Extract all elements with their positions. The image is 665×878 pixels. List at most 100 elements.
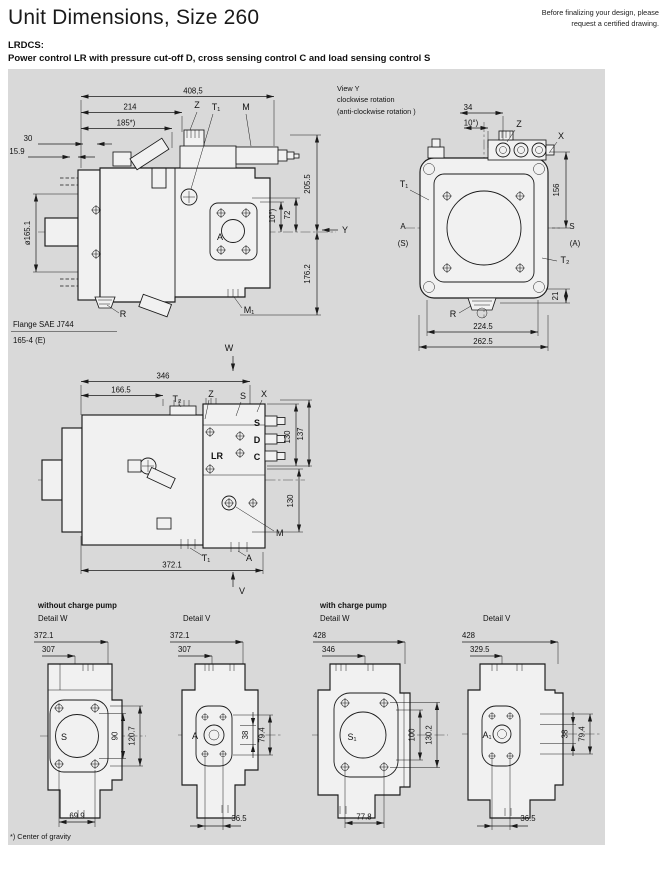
port-label-t1: T₁	[212, 102, 221, 112]
port-label-s: S	[240, 391, 246, 401]
gauge-port-circle	[180, 188, 198, 206]
port-label: A	[192, 731, 198, 741]
suction-port-circle	[55, 714, 99, 758]
detail-label-2: Detail V	[183, 614, 211, 623]
dim-38: 38	[241, 731, 250, 740]
port-label-m: M	[242, 102, 250, 112]
variant-code: LRDCS:	[8, 40, 44, 51]
dim-38: 38	[561, 730, 570, 739]
r-drain-plug	[94, 296, 116, 309]
drive-shaft	[44, 217, 79, 247]
t2-fitting	[169, 405, 197, 416]
dim-overall-width: 408,5	[183, 87, 203, 96]
pressure-port-circle	[203, 724, 225, 746]
dim-428: 428	[313, 631, 326, 640]
dim-100: 100	[408, 728, 417, 742]
control-valve-block	[179, 145, 237, 169]
port-flange	[49, 699, 109, 773]
detail-label-3: Detail W	[320, 614, 350, 623]
dim-72: 72	[283, 211, 292, 220]
dim-372-1: 372.1	[162, 561, 182, 570]
dim-130-top: 130	[283, 430, 292, 444]
port-label-s: S	[569, 222, 574, 231]
port-label-t1: T₁	[202, 553, 211, 563]
dim-346: 346	[156, 372, 169, 381]
port-label-r: R	[450, 309, 457, 319]
gallery-port-d: D	[254, 435, 261, 445]
port-label-m1: M₁	[244, 305, 255, 315]
port-block-body	[181, 663, 259, 819]
control-label-lr: LR	[211, 451, 223, 461]
dim-185: 185*)	[117, 119, 136, 128]
dim-21: 21	[551, 292, 560, 301]
dim-15-9: 15.9	[9, 147, 24, 156]
pump-housing	[99, 167, 271, 303]
note-line-2: request a certified drawing.	[571, 19, 659, 29]
dim-120-7: 120.7	[128, 726, 137, 746]
port-label-t2: T₂	[173, 394, 182, 404]
port-label-a: A	[400, 222, 406, 231]
control-block	[202, 403, 266, 549]
port-label-z: Z	[516, 119, 522, 129]
dim-307: 307	[178, 645, 191, 654]
dim-307: 307	[42, 645, 55, 654]
group-title-with-charge-pump: with charge pump	[319, 601, 387, 610]
detail-label-4: Detail V	[483, 614, 511, 623]
detail-views: without charge pump Detail W Detail V wi…	[34, 601, 600, 830]
view-y-drawing: View Y clockwise rotation (anti-clockwis…	[337, 84, 581, 351]
dim-205-5: 205.5	[303, 174, 312, 194]
dim-262-5: 262.5	[473, 337, 493, 346]
bottom-fitting	[138, 293, 173, 318]
port-label-z: Z	[208, 389, 214, 399]
pressure-port-circle	[492, 724, 512, 744]
drive-shaft	[41, 459, 63, 501]
side-view-drawing: 408,5 214 185*) 30 15.9 ø165.1 205.5 176…	[9, 87, 348, 371]
housing-boss	[151, 167, 167, 189]
dim-372-1: 372.1	[170, 631, 190, 640]
header-note: Before finalizing your design, please re…	[542, 7, 659, 30]
dim-346: 346	[322, 645, 335, 654]
dim-428: 428	[462, 631, 475, 640]
detail-with-w: 428 346 S₁ 100 130.2 77.8	[312, 631, 448, 828]
dim-flange-diameter: ø165.1	[23, 221, 32, 245]
detail-without-w: 372.1 307 S 90 120.7 69.9	[34, 631, 146, 827]
port-label-t1: T₁	[400, 179, 409, 189]
dim-176-2: 176.2	[303, 264, 312, 284]
elbow-fitting-base	[112, 151, 132, 167]
gallery-port-s: S	[254, 418, 260, 428]
view-y-caption-3: (anti-clockwise rotation )	[337, 107, 416, 116]
rear-housing	[419, 157, 549, 299]
port-flange	[195, 705, 233, 767]
flange-label-line2: 165-4 (E)	[13, 336, 46, 345]
t1-fitting	[427, 146, 445, 159]
dim-79-4: 79.4	[258, 727, 267, 743]
footnote: *) Center of gravity	[10, 832, 71, 841]
port-block-body	[47, 663, 123, 819]
dim-166-5: 166.5	[111, 386, 131, 395]
view-y-caption-2: clockwise rotation	[337, 95, 395, 104]
dim-90: 90	[111, 731, 120, 740]
view-arrow-y: Y	[342, 225, 348, 235]
detail-with-v: 428 329.5 A₁ 38 79.4	[462, 631, 600, 830]
port-label-r: R	[120, 309, 127, 319]
valve-cylinder	[235, 146, 279, 165]
port-label: S₁	[347, 732, 356, 742]
port-label-m: M	[276, 528, 284, 538]
view-arrow-v: V	[239, 586, 245, 596]
dim-130-2: 130.2	[425, 725, 434, 745]
dim-372-1: 372.1	[34, 631, 54, 640]
elbow-fitting	[129, 137, 170, 171]
view-arrow-w: W	[225, 343, 234, 353]
pump-housing	[81, 414, 204, 546]
note-line-1: Before finalizing your design, please	[541, 8, 659, 17]
x-port-stub	[545, 144, 555, 156]
dim-77-8: 77.8	[356, 813, 371, 822]
suction-port-circle	[339, 711, 387, 759]
dim-10deg: 10°)	[268, 208, 277, 223]
detail-without-v: 372.1 307 A 38 79.4	[170, 631, 282, 830]
dim-30: 30	[24, 134, 33, 143]
through-drive-circle	[446, 190, 522, 266]
mounting-flange	[77, 169, 101, 301]
